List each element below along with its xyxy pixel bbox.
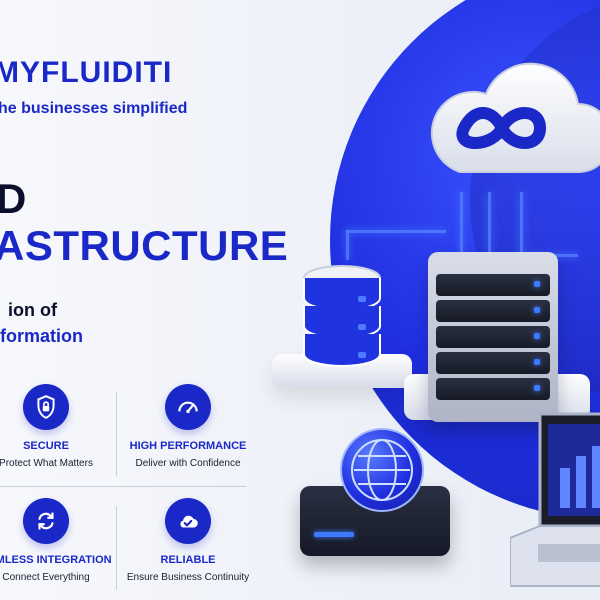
network-wire xyxy=(346,230,446,233)
cloud-check-icon xyxy=(165,498,211,544)
hero-subtitle-line-1: ion of xyxy=(8,300,57,320)
server-unit xyxy=(436,300,550,322)
feature-desc: Ensure Business Continuity xyxy=(126,572,250,583)
sync-icon xyxy=(23,498,69,544)
feature-title: HIGH PERFORMANCE xyxy=(129,440,247,452)
server-unit xyxy=(436,352,550,374)
feature-seamless-integration: EAMLESS INTEGRATION Connect Everything xyxy=(0,498,116,583)
feature-title: EAMLESS INTEGRATION xyxy=(0,554,112,566)
feature-divider-vertical-bottom xyxy=(116,506,117,590)
infinity-icon xyxy=(456,107,547,149)
shield-lock-icon xyxy=(23,384,69,430)
server-rack-illustration xyxy=(428,252,558,422)
laptop-illustration xyxy=(509,408,600,588)
feature-title: SECURE xyxy=(23,440,69,452)
feature-high-performance: HIGH PERFORMANCE Deliver with Confidence xyxy=(118,384,258,469)
hero-title-line-2: ASTRUCTURE xyxy=(0,222,289,269)
database-stack-illustration xyxy=(300,262,384,372)
server-unit xyxy=(436,274,550,296)
hero-title-line-1: D xyxy=(0,175,27,222)
globe-icon xyxy=(340,428,424,512)
cloud-illustration xyxy=(408,32,600,192)
feature-desc: Protect What Matters xyxy=(0,458,93,469)
feature-title: RELIABLE xyxy=(160,554,216,566)
feature-divider-horizontal xyxy=(0,486,246,487)
brand-name: MYFLUIDITI xyxy=(0,56,173,89)
network-wire xyxy=(488,192,491,256)
brand-tagline: he businesses simplified xyxy=(0,100,188,117)
speedometer-icon xyxy=(165,384,211,430)
hero-subtitle-line-2: formation xyxy=(0,326,83,346)
feature-secure: SECURE Protect What Matters xyxy=(0,384,116,469)
feature-divider-vertical-top xyxy=(116,392,117,476)
server-unit xyxy=(436,378,550,400)
network-wire xyxy=(346,230,349,260)
server-unit xyxy=(436,326,550,348)
feature-desc: Deliver with Confidence xyxy=(135,458,241,469)
network-wire xyxy=(460,192,463,256)
network-wire xyxy=(520,192,523,256)
feature-desc: Connect Everything xyxy=(2,572,90,583)
feature-reliable: RELIABLE Ensure Business Continuity xyxy=(118,498,258,583)
